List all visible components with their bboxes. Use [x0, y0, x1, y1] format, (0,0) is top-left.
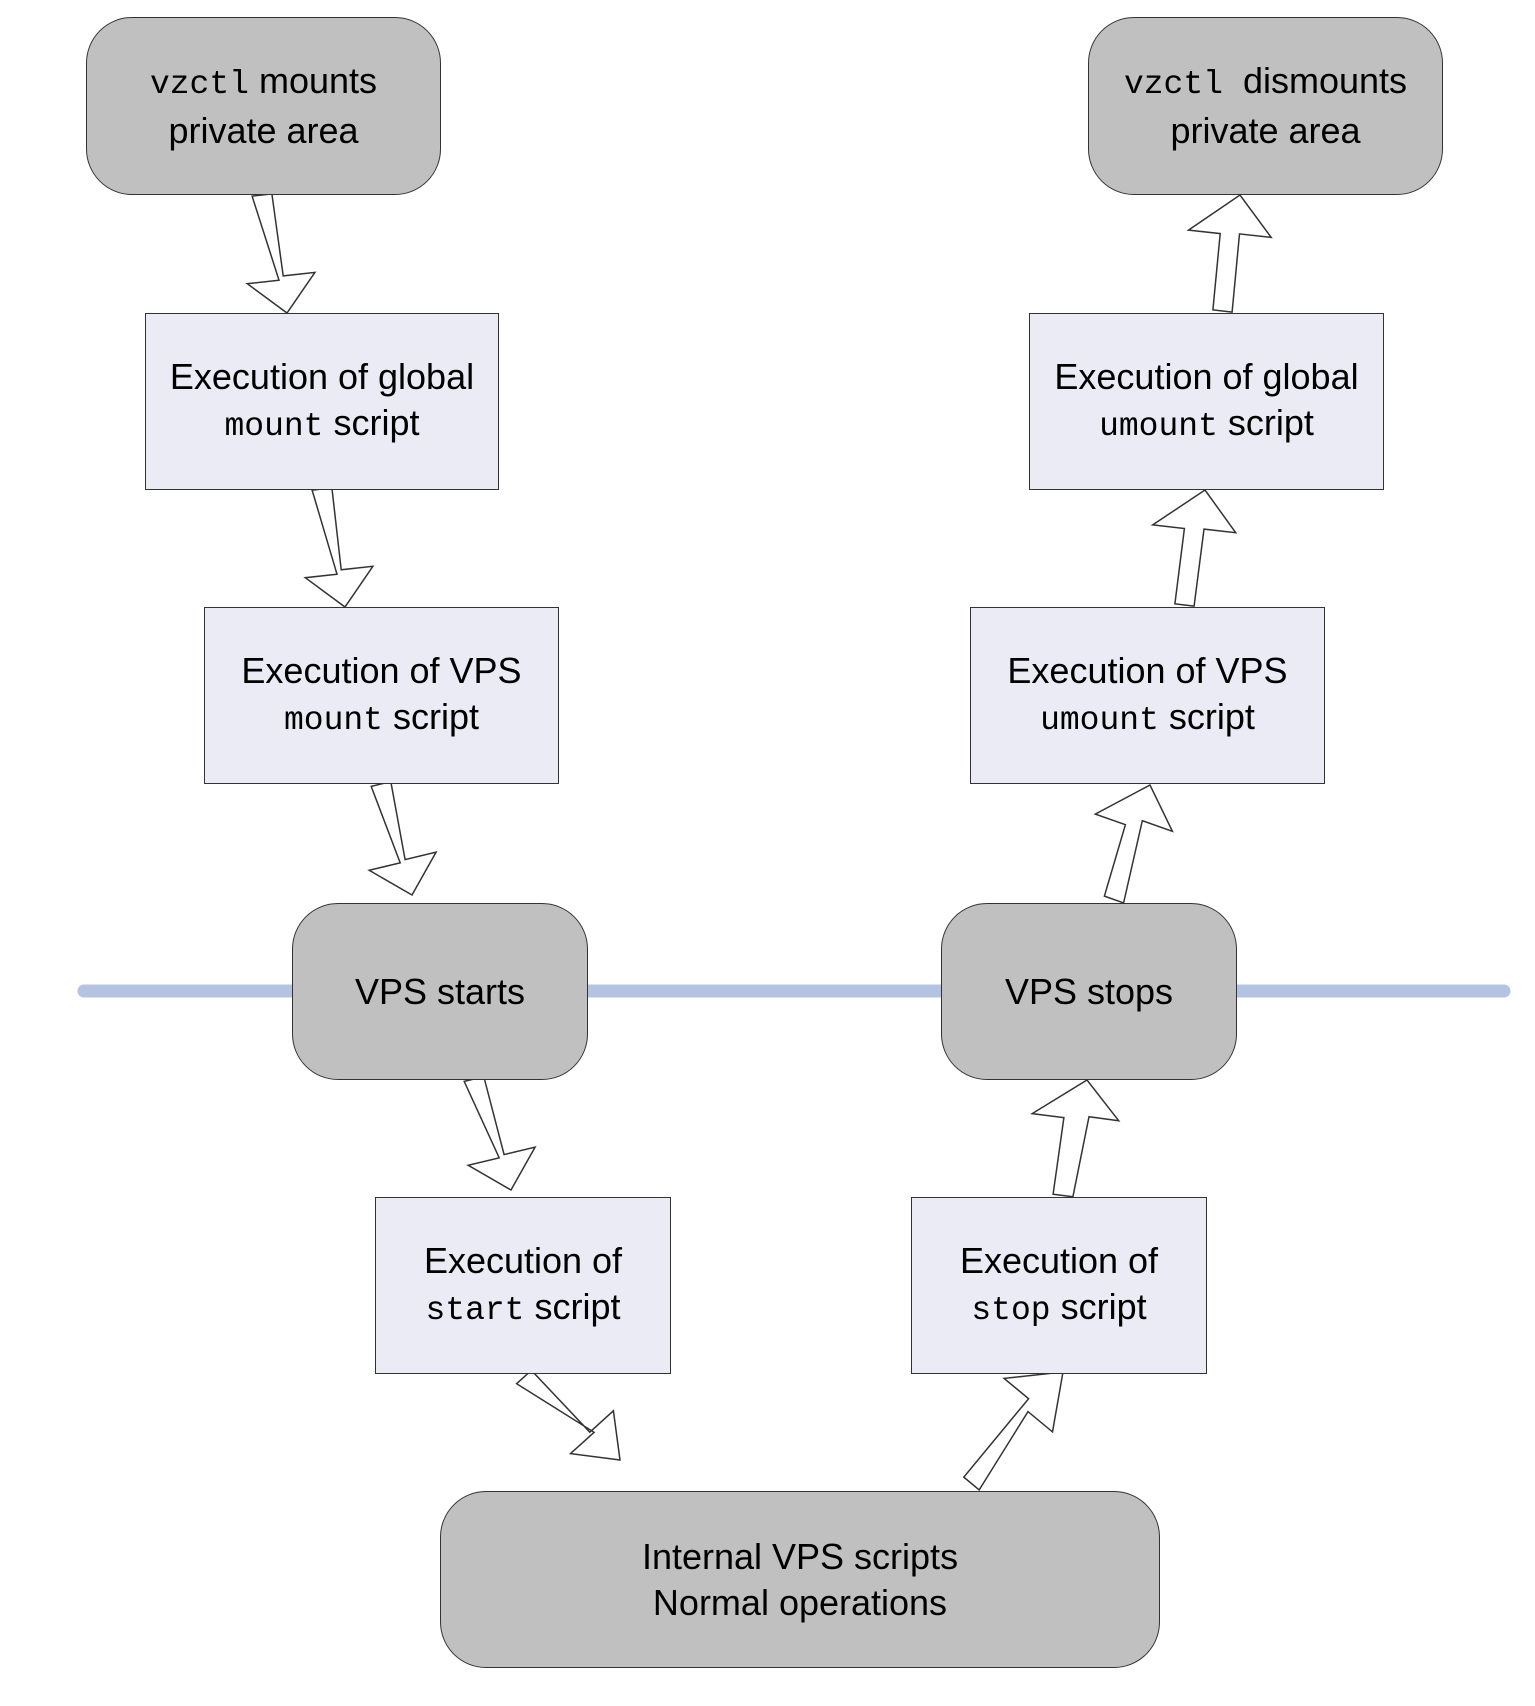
arrow-start-script-to-internal — [515, 1369, 621, 1461]
script-code: umount — [1040, 701, 1159, 739]
node-global-umount-script: Execution of global umount script — [1029, 313, 1384, 490]
node-stop-script: Execution of stop script — [911, 1197, 1207, 1374]
script-code: start — [425, 1291, 525, 1329]
arrow-vps-mount-to-starts — [367, 780, 438, 897]
arrow-global-umount-to-dismount — [1186, 193, 1273, 313]
node-vps-stops: VPS stops — [941, 903, 1237, 1080]
script-code: stop — [971, 1291, 1051, 1329]
arrow-vps-umount-to-global-umount — [1150, 488, 1238, 607]
command-code: vzctl — [149, 66, 249, 103]
arrow-global-mount-to-vps-mount — [303, 487, 375, 609]
arrow-internal-to-stop-script — [962, 1371, 1064, 1492]
arrow-starts-to-start-script — [463, 1075, 537, 1192]
script-code: mount — [283, 701, 383, 739]
script-code: umount — [1099, 407, 1218, 445]
script-code: mount — [224, 407, 324, 445]
node-vzctl-mounts-private-area: vzctl mounts private area — [86, 17, 441, 195]
arrow-stop-script-to-stops — [1029, 1079, 1121, 1198]
node-internal-vps-scripts: Internal VPS scripts Normal operations — [440, 1491, 1160, 1668]
node-vps-umount-script: Execution of VPS umount script — [970, 607, 1325, 784]
node-start-script: Execution of start script — [375, 1197, 671, 1374]
node-vzctl-dismounts-private-area: vzctl dismounts private area — [1088, 17, 1443, 195]
node-global-mount-script: Execution of global mount script — [145, 313, 499, 490]
command-code: vzctl — [1123, 66, 1223, 103]
node-vps-mount-script: Execution of VPS mount script — [204, 607, 559, 784]
arrow-stops-to-vps-umount — [1093, 783, 1174, 904]
arrow-mount-to-global-mount — [245, 193, 317, 315]
node-vps-starts: VPS starts — [292, 903, 588, 1080]
